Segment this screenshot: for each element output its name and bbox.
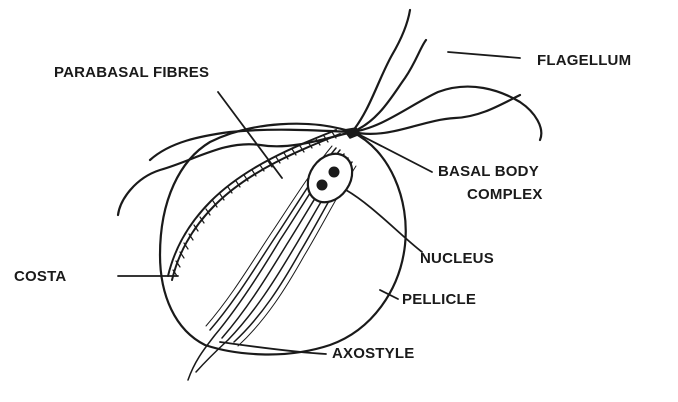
leader-nucleus <box>346 190 422 252</box>
flagellum-1 <box>352 10 410 132</box>
nucleus-dot-upper <box>329 167 340 178</box>
leader-basal-body <box>360 135 432 172</box>
label-nucleus: NUCLEUS <box>420 250 494 267</box>
leader-flagellum <box>448 52 520 58</box>
label-flagellum: FLAGELLUM <box>537 52 631 69</box>
label-costa: COSTA <box>14 268 66 285</box>
leader-lines <box>118 52 520 354</box>
nucleus-dot-lower <box>317 180 328 191</box>
label-axostyle: AXOSTYLE <box>332 345 414 362</box>
flagellum-3 <box>352 87 541 140</box>
label-parabasal-fibres: PARABASAL FIBRES <box>54 64 209 81</box>
nucleus-outline <box>299 145 362 211</box>
nucleus-shape <box>299 145 362 211</box>
basal-body <box>344 128 360 138</box>
leader-pellicle <box>380 290 398 299</box>
label-basal-body-line1: BASAL BODY <box>438 163 539 180</box>
label-pellicle: PELLICLE <box>402 291 476 308</box>
costa <box>168 130 340 280</box>
label-basal-body-line2: COMPLEX <box>467 186 543 203</box>
